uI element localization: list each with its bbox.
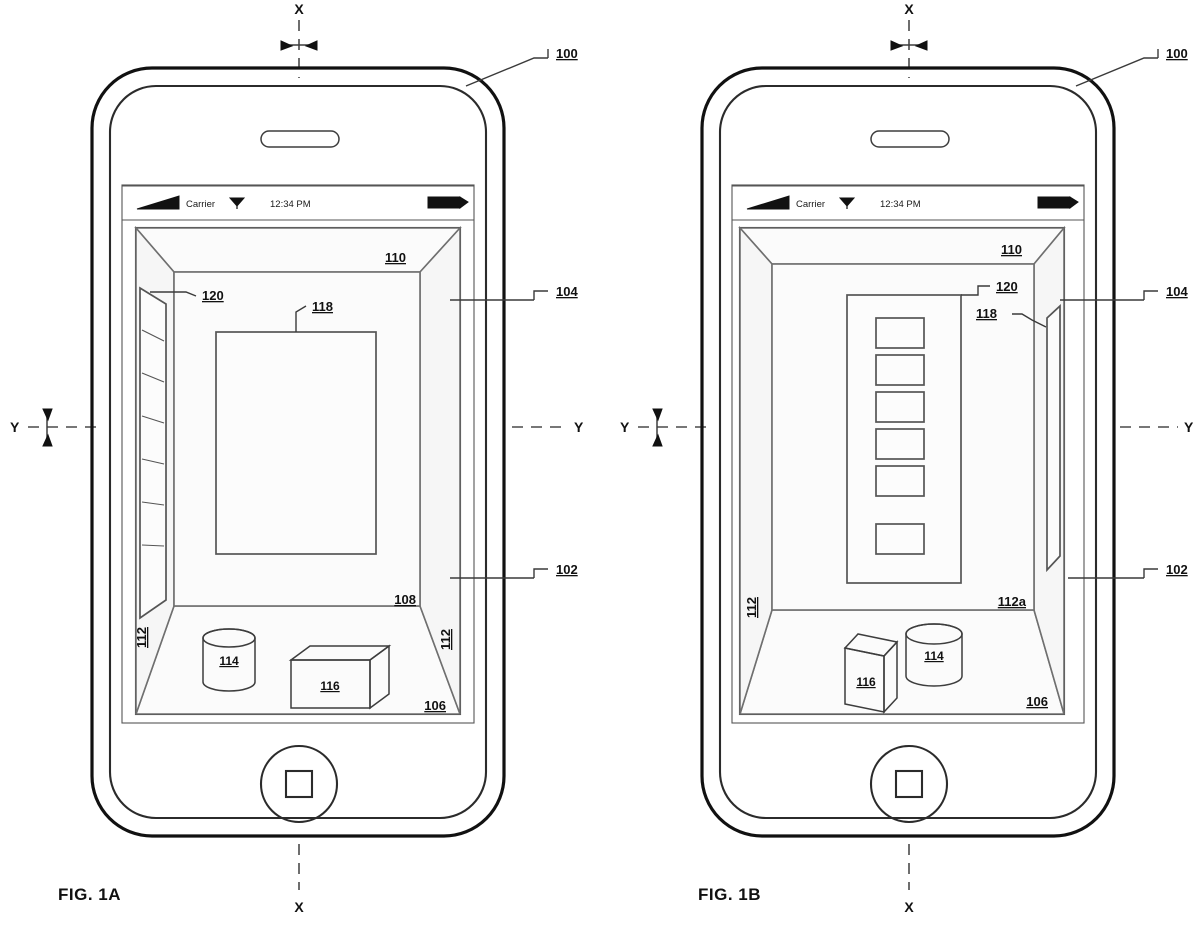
home-square-icon: [894, 769, 924, 799]
svg-text:104: 104: [1166, 284, 1188, 299]
fig1a-status-bar: Carrier 12:34 PM: [122, 185, 474, 221]
fig1b-floor-surface: [738, 609, 1066, 715]
fig1b-carrier-label: Carrier: [796, 199, 825, 210]
fig1a-ref-102: 102: [450, 562, 578, 579]
svg-text:100: 100: [1166, 46, 1188, 61]
svg-text:120: 120: [202, 288, 224, 303]
fig1a-time-label: 12:34 PM: [270, 199, 311, 210]
fig1a-carrier-label: Carrier: [186, 199, 215, 210]
fig1b-ref-100: 100: [1075, 46, 1188, 87]
fig1a-cube-label: 116: [320, 679, 340, 693]
fig1a-cylinder-label: 114: [219, 654, 239, 668]
fig1b-cube-object: 116: [843, 633, 899, 714]
fig1a-ref-104: 104: [450, 284, 578, 301]
signal-triangle-icon: [746, 195, 790, 210]
fig1b-device-housing: [700, 66, 1116, 838]
fig1a-screen-area: [121, 184, 475, 724]
fig1b-caption: FIG. 1B: [698, 885, 761, 904]
signal-triangle-icon: [136, 195, 180, 210]
fig1a-ref-112-right: 112: [438, 629, 453, 650]
fig1a-y-label-left: Y: [10, 419, 20, 435]
fig1b-ref-112: 112: [744, 597, 759, 618]
fig1b-y-axis-left: Y: [620, 408, 708, 447]
svg-text:118: 118: [976, 306, 997, 321]
fig1b-3d-scene: 116 114: [738, 225, 1066, 716]
fig1b-y-axis-right: Y: [1120, 419, 1194, 435]
fig1b-x-axis-bottom: X: [904, 844, 914, 915]
fig1b-list-item[interactable]: [875, 317, 925, 349]
svg-text:104: 104: [556, 284, 578, 299]
fig1a-ref-108: 108: [394, 592, 416, 607]
fig1a-x-label-top: X: [294, 1, 304, 17]
fig1b-status-bar: Carrier 12:34 PM: [732, 185, 1084, 221]
fig1b-list-item[interactable]: [875, 354, 925, 386]
fig1b-y-label-left: Y: [620, 419, 630, 435]
fig1a-home-button[interactable]: [259, 744, 339, 824]
svg-text:102: 102: [556, 562, 578, 577]
fig1a-y-axis-left: Y: [10, 408, 98, 447]
speaker-slot-icon: [870, 130, 950, 148]
fig1a-caption: FIG. 1A: [58, 885, 121, 904]
fig1a-cylinder-object: 114: [202, 628, 256, 692]
fig1a-y-axis-right: Y: [512, 419, 584, 435]
figure-1a: X X Y Y: [10, 1, 584, 915]
fig1b-list-container: [846, 294, 962, 584]
fig1a-device-housing: [90, 66, 506, 838]
svg-text:100: 100: [556, 46, 578, 61]
fig1b-cylinder-object: 114: [905, 623, 963, 687]
fig1b-list-item[interactable]: [875, 523, 925, 555]
fig1a-device-bezel: [108, 84, 488, 820]
figure-1b: X X Y Y: [620, 1, 1194, 915]
fig1b-device-bezel: [718, 84, 1098, 820]
fig1a-cube-object: 116: [288, 644, 392, 710]
fig1a-y-label-right: Y: [574, 419, 584, 435]
fig1b-cube-label: 116: [856, 675, 876, 689]
fig1a-content-pane: [215, 331, 377, 555]
speaker-slot-icon: [260, 130, 340, 148]
fig1a-left-wall-list: [139, 286, 167, 620]
wifi-icon: [838, 197, 856, 209]
fig1b-ref-112a: 112a: [998, 594, 1027, 609]
fig1a-ref-120: 120: [150, 288, 224, 303]
fig1b-list-item[interactable]: [875, 465, 925, 497]
fig1a-ref-112: 112: [134, 627, 149, 648]
fig1a-x-axis-bottom: X: [294, 844, 304, 915]
fig1b-list-item[interactable]: [875, 428, 925, 460]
fig1a-x-label-bottom: X: [294, 899, 304, 915]
fig1b-x-label-bottom: X: [904, 899, 914, 915]
wifi-icon: [228, 197, 246, 209]
fig1a-ref-100: 100: [465, 46, 578, 87]
fig1a-ref-110: 110: [385, 250, 406, 265]
fig1b-x-label-top: X: [904, 1, 914, 17]
battery-icon: [427, 196, 469, 209]
fig1a-ref-118: 118: [295, 299, 333, 332]
fig1a-ceiling-surface: [134, 227, 462, 273]
fig1b-y-label-right: Y: [1184, 419, 1194, 435]
fig1b-content-pane-right-wall: [1046, 304, 1061, 573]
svg-text:118: 118: [312, 299, 333, 314]
home-square-icon: [284, 769, 314, 799]
fig1b-screen-area: [731, 184, 1085, 724]
fig1b-ref-120: 120: [961, 279, 1018, 296]
fig1b-ref-102: 102: [1068, 562, 1188, 579]
fig1b-cylinder-label: 114: [924, 649, 944, 663]
svg-text:120: 120: [996, 279, 1018, 294]
fig1b-ref-110: 110: [1001, 242, 1022, 257]
fig1b-ref-106: 106: [1026, 694, 1048, 709]
battery-icon: [1037, 196, 1079, 209]
fig1b-list-item[interactable]: [875, 391, 925, 423]
fig1b-home-button[interactable]: [869, 744, 949, 824]
fig1b-time-label: 12:34 PM: [880, 199, 921, 210]
fig1b-ref-104: 104: [1060, 284, 1188, 301]
svg-text:102: 102: [1166, 562, 1188, 577]
fig1b-ref-118: 118: [976, 306, 1047, 328]
fig1a-ref-106: 106: [424, 698, 446, 713]
fig1a-3d-scene: 114 116: [134, 225, 462, 716]
